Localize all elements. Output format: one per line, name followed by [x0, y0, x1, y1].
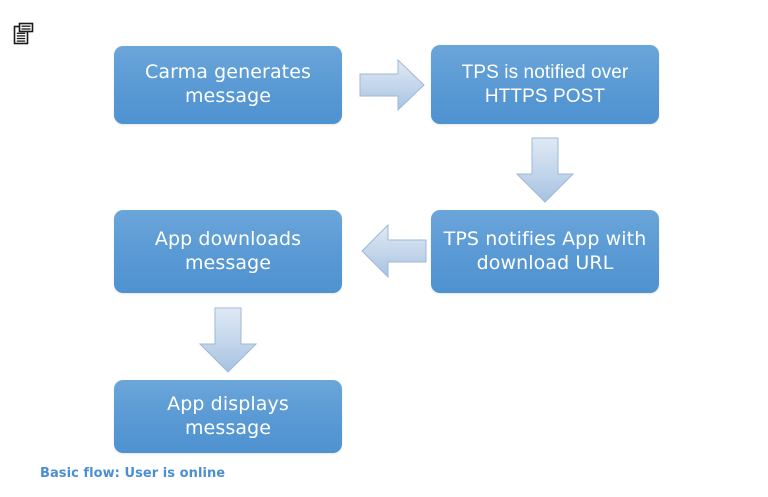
flow-node-app-displays-message[interactable]: App displays message — [114, 380, 342, 453]
flow-node-carma-generates-message[interactable]: Carma generates message — [114, 46, 342, 124]
flow-node-tps-notified-https-post[interactable]: TPS is notified over HTTPS POST — [431, 45, 659, 124]
arrow-down-icon — [514, 136, 576, 204]
diagram-caption: Basic flow: User is online — [40, 466, 226, 481]
document-icon — [13, 22, 35, 46]
flow-node-tps-notifies-app-download-url[interactable]: TPS notifies App with download URL — [431, 210, 659, 293]
flow-node-app-downloads-message[interactable]: App downloads message — [114, 210, 342, 293]
arrow-down-icon — [197, 306, 259, 374]
arrow-left-icon — [360, 222, 428, 280]
arrow-right-icon — [358, 57, 426, 113]
